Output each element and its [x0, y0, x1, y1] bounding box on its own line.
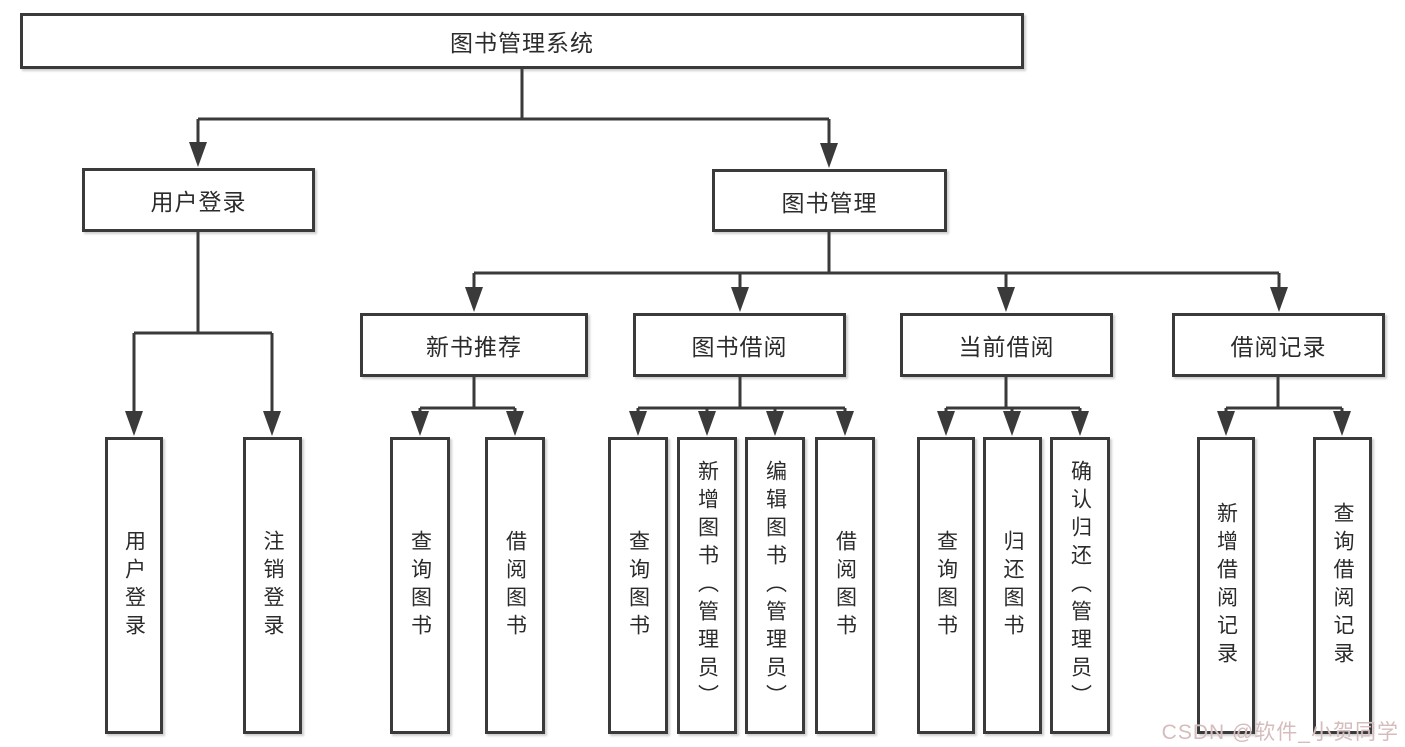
leaf-borrow-query-books-label: 查询图书	[626, 529, 650, 642]
node-borrow-records-label: 借阅记录	[1230, 334, 1327, 360]
node-root-system-label: 图书管理系统	[450, 30, 594, 56]
leaf-confirm-return-admin-label: 确认归还（管理员）	[1068, 459, 1092, 712]
node-borrow-records: 借阅记录	[1172, 313, 1385, 377]
leaf-return-books: 归还图书	[983, 437, 1042, 734]
node-book-management: 图书管理	[712, 169, 947, 232]
leaf-logout: 注销登录	[243, 437, 302, 734]
leaf-recommend-query-books-label: 查询图书	[408, 529, 432, 642]
leaf-logout-label: 注销登录	[261, 529, 284, 642]
leaf-borrow-query-books: 查询图书	[608, 437, 668, 734]
leaf-query-borrow-record: 查询借阅记录	[1313, 437, 1372, 734]
leaf-current-query-books-label: 查询图书	[934, 529, 958, 642]
node-current-borrow-label: 当前借阅	[958, 334, 1055, 360]
node-book-borrow: 图书借阅	[633, 313, 846, 377]
leaf-query-borrow-record-label: 查询借阅记录	[1331, 501, 1354, 670]
leaf-add-book-admin-label: 新增图书（管理员）	[695, 459, 719, 712]
leaf-recommend-borrow-books: 借阅图书	[485, 437, 545, 734]
leaf-recommend-borrow-books-label: 借阅图书	[503, 529, 527, 642]
leaf-recommend-query-books: 查询图书	[390, 437, 450, 734]
leaf-borrow-books: 借阅图书	[815, 437, 875, 734]
leaf-add-book-admin: 新增图书（管理员）	[677, 437, 737, 734]
leaf-user-login-label: 用户登录	[122, 529, 146, 642]
node-root-system: 图书管理系统	[20, 13, 1024, 69]
leaf-edit-book-admin-label: 编辑图书（管理员）	[763, 459, 787, 712]
node-user-login: 用户登录	[82, 168, 315, 232]
node-user-login-label: 用户登录	[150, 189, 247, 215]
node-new-book-recommend-label: 新书推荐	[426, 334, 522, 360]
arrowheads	[125, 142, 1351, 436]
leaf-add-borrow-record-label: 新增借阅记录	[1214, 501, 1238, 670]
csdn-watermark: CSDN @软件_小贺同学	[1161, 721, 1399, 744]
node-book-borrow-label: 图书借阅	[691, 334, 788, 360]
node-new-book-recommend: 新书推荐	[360, 313, 588, 377]
leaf-confirm-return-admin: 确认归还（管理员）	[1050, 437, 1110, 734]
node-current-borrow: 当前借阅	[900, 313, 1113, 377]
leaf-edit-book-admin: 编辑图书（管理员）	[745, 437, 805, 734]
leaf-user-login: 用户登录	[105, 437, 163, 734]
leaf-return-books-label: 归还图书	[1001, 529, 1024, 642]
leaf-add-borrow-record: 新增借阅记录	[1197, 437, 1255, 734]
leaf-current-query-books: 查询图书	[917, 437, 975, 734]
node-book-management-label: 图书管理	[781, 189, 878, 216]
leaf-borrow-books-label: 借阅图书	[833, 529, 857, 642]
